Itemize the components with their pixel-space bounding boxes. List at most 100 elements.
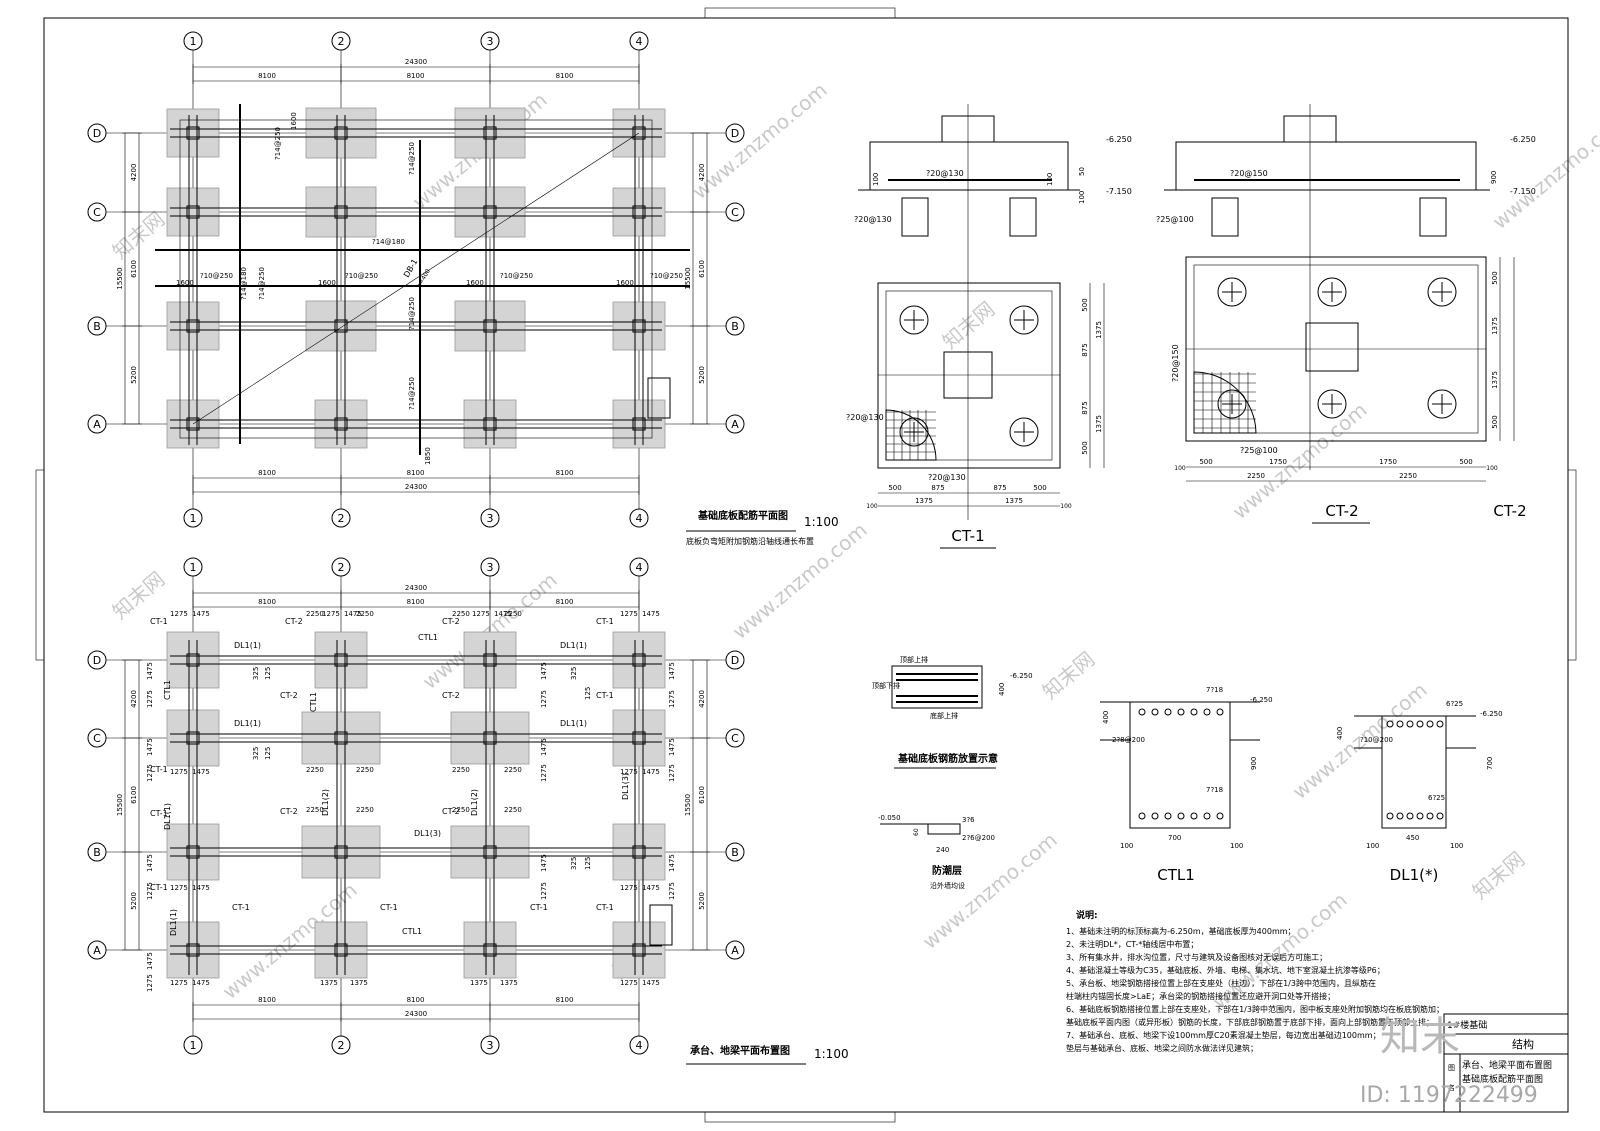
title-block-label2: 名 [1448, 1083, 1455, 1092]
pile-cap [301, 711, 381, 765]
axis-bubble-row [725, 202, 745, 222]
axis-label-row: A [93, 944, 101, 957]
axis-bubble-col [183, 557, 203, 577]
axis-label-col: 3 [487, 35, 494, 48]
dpc-sub: 沿外墙均设 [930, 881, 965, 890]
column [334, 845, 348, 859]
watermark-text: www.znzmo.com [688, 78, 832, 204]
elev-label: -7.150 [1510, 187, 1536, 196]
dl-label: DL1(1) [234, 641, 261, 650]
ctl-label: CTL1 [402, 927, 422, 936]
note-line: 柱端柱内锚固长度>LaE；承台梁的钢筋搭接位置还应避开洞口处等开搭接； [1066, 991, 1335, 1001]
axis-label-col: 2 [338, 561, 345, 574]
pile-circle [1427, 389, 1457, 419]
axis-bubble-col [629, 1035, 649, 1055]
rebar-label: 2?8@200 [1112, 736, 1145, 744]
slab-title: 基础底板钢筋放置示意 [897, 752, 998, 765]
dim-text: 2250 [1247, 472, 1265, 480]
dl-label: DL1(1) [169, 909, 178, 936]
dim-text: 8100 [258, 996, 276, 1004]
dim-text-v: 1375 [1095, 321, 1103, 339]
rebar-dot [1396, 812, 1404, 820]
dim-small: 1475 [642, 768, 660, 776]
dim-text: 500 [1459, 458, 1472, 466]
cap-label: CT-1 [150, 765, 168, 774]
axis-bubble-row [87, 414, 107, 434]
watermark-text: 知末网 [108, 567, 169, 624]
axis-label-row: D [93, 127, 101, 140]
dim-small: 1375 [350, 979, 368, 987]
dim-small-v: 900 [1490, 171, 1498, 184]
cap-label: CT-1 [232, 903, 250, 912]
diagonal-line [192, 132, 640, 425]
pit-outline [647, 377, 671, 419]
pile-cap-zone [166, 108, 220, 158]
dim-text: 700 [1168, 834, 1181, 842]
dim-text-v: 6100 [130, 786, 138, 804]
dim-small-v: 1275 [146, 764, 154, 782]
dim-text: 100 [1486, 465, 1498, 472]
rebar-dot [1386, 720, 1394, 728]
rebar-dot [1216, 812, 1224, 820]
axis-bubble-col [183, 508, 203, 528]
pile-cap [612, 921, 666, 979]
rebar-dot [1436, 812, 1444, 820]
pile-cap [450, 711, 530, 765]
watermark-text: 知末网 [1038, 647, 1099, 704]
axis-bubble-col [331, 31, 351, 51]
title-block-label1: 图 [1448, 1064, 1455, 1072]
dim-text: 8100 [407, 996, 425, 1004]
pile-cap [301, 825, 381, 879]
column [334, 731, 348, 745]
dl-label: DL1(1) [560, 641, 587, 650]
dim-text: 1750 [1269, 458, 1287, 466]
axis-label-row: D [93, 654, 101, 667]
dim-small-v: 125 [264, 747, 272, 760]
rebar-dot [1216, 708, 1224, 716]
title-block: 1#楼基础 结构 图 名 承台、地梁平面布置图 基础底板配筋平面图 [1443, 1013, 1569, 1113]
axis-bubble-col [480, 557, 500, 577]
dim-small: 2250 [504, 806, 522, 814]
dim-text: 100 [1174, 465, 1186, 472]
dim-text-v: 1375 [1491, 317, 1499, 335]
column [632, 319, 646, 333]
elev-label: -6.250 [1250, 696, 1273, 704]
dim-small: 2250 [356, 806, 374, 814]
pile-cap-zone [166, 301, 220, 351]
dim-small-v: 125 [584, 687, 592, 700]
ctl-label: CTL1 [418, 633, 438, 642]
axis-label-row: D [731, 127, 739, 140]
plan2-title: 承台、地梁平面布置图 [690, 1044, 790, 1057]
ctl1-title: CTL1 [1157, 866, 1195, 884]
dim-small: 1275 [170, 610, 188, 618]
pile-circle [899, 305, 929, 335]
axis-label-col: 4 [636, 35, 643, 48]
dim-small-v: 125 [584, 857, 592, 870]
ctl1-section [1129, 701, 1231, 829]
note-line: 2、未注明DL*，CT-*轴线居中布置； [1066, 939, 1198, 949]
dl1-section [1381, 715, 1447, 829]
dl1-title: DL1(*) [1390, 866, 1439, 884]
column [483, 731, 497, 745]
dim-text-v: 4200 [130, 690, 138, 708]
dim-text: 8100 [556, 72, 574, 80]
pile-top [1419, 197, 1447, 237]
dim-text-v: 1375 [1491, 371, 1499, 389]
pile-circle [1317, 277, 1347, 307]
dim-small: 2250 [504, 766, 522, 774]
rebar-dot [1190, 812, 1198, 820]
axis-bubble-row [725, 842, 745, 862]
cap-section [869, 141, 1069, 191]
dim-text-v: 6100 [698, 260, 706, 278]
dim-small: 1275 [620, 884, 638, 892]
elev-label: -6.250 [1480, 710, 1503, 718]
pile-cap-zone [305, 186, 377, 238]
rebar-label: ?14@250 [408, 377, 416, 410]
dim-small-v: 1475 [540, 662, 548, 680]
dim-small: 1475 [192, 768, 210, 776]
watermark-text: www.znzmo.com [1488, 108, 1600, 234]
axis-label-row: B [731, 846, 739, 859]
rebar-label: ?10@250 [200, 272, 233, 280]
rebar-label: ?14@250 [274, 127, 282, 160]
